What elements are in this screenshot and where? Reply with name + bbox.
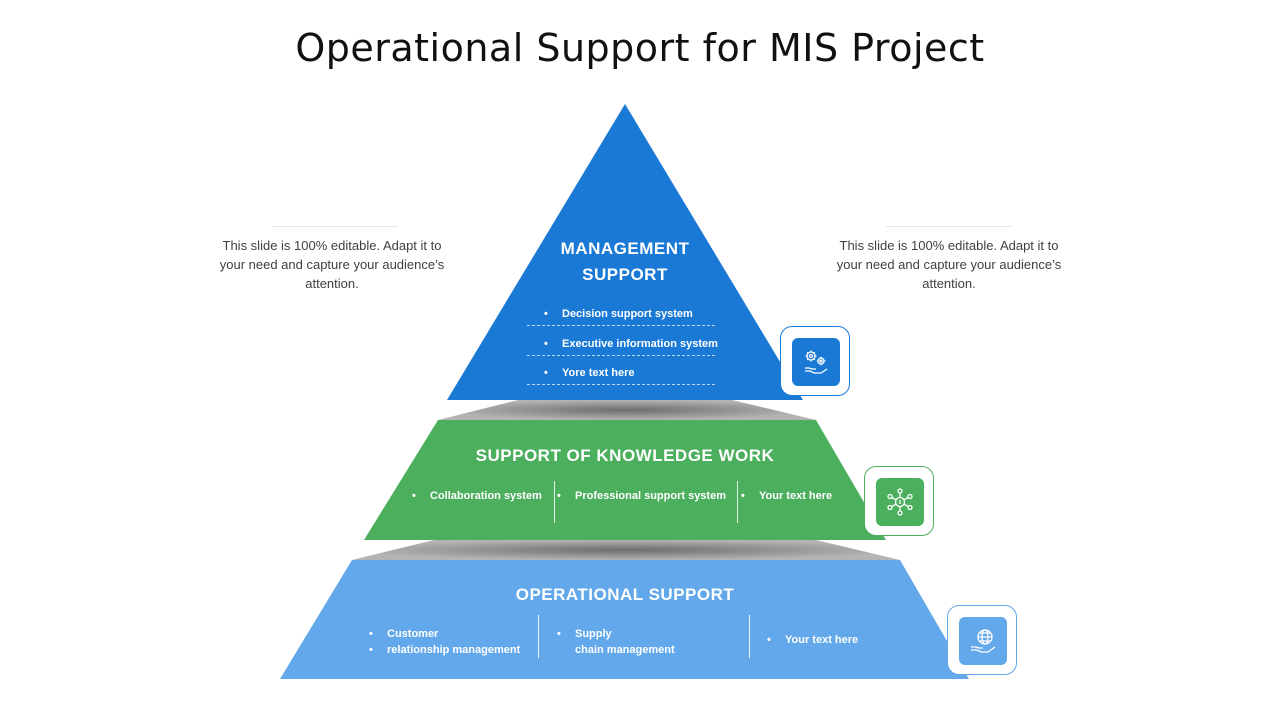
tier-connector-lower — [352, 540, 900, 560]
knowledge-item-1-label: Collaboration system — [430, 490, 542, 502]
tier-management-support — [447, 104, 803, 400]
management-item-3-label: Yore text here — [562, 367, 635, 379]
operational-item-3-label: Your text here — [785, 634, 859, 646]
management-item-1-label: Decision support system — [562, 308, 693, 320]
knowledge-item-3-label: Your text here — [759, 490, 833, 502]
knowledge-item-3: •Your text here — [741, 490, 833, 502]
knowledge-divider-1 — [554, 481, 555, 523]
knowledge-item-2: •Professional support system — [557, 490, 726, 502]
operational-item-1-line1: Customer — [387, 628, 439, 640]
network-hub-icon — [876, 478, 924, 526]
operational-item-2-line2: chain management — [575, 644, 675, 656]
right-note-rule — [886, 226, 1012, 227]
left-note-rule — [272, 226, 398, 227]
operational-item-3: •Your text here — [767, 634, 859, 646]
management-icon-frame — [780, 326, 850, 396]
knowledge-divider-2 — [737, 481, 738, 523]
knowledge-item-1: •Collaboration system — [412, 490, 542, 502]
right-note: This slide is 100% editable. Adapt it to… — [836, 238, 1062, 291]
management-divider-1 — [527, 325, 715, 326]
tier-operational-support — [280, 560, 969, 679]
operational-divider-2 — [749, 615, 750, 658]
slide-title: Operational Support for MIS Project — [295, 26, 985, 70]
knowledge-icon-frame — [864, 466, 934, 536]
tier-knowledge-work — [364, 420, 886, 540]
management-divider-3 — [527, 384, 715, 385]
operational-item-1: •Customer •relationship management — [369, 628, 521, 656]
operational-divider-1 — [538, 615, 539, 658]
knowledge-work-title: SUPPORT OF KNOWLEDGE WORK — [475, 446, 775, 465]
operational-item-1-line2: relationship management — [387, 644, 521, 656]
management-divider-2 — [527, 355, 715, 356]
gears-hand-icon — [792, 338, 840, 386]
operational-support-title: OPERATIONAL SUPPORT — [515, 585, 735, 604]
management-item-1: •Decision support system — [544, 308, 693, 320]
management-item-2-label: Executive information system — [562, 338, 718, 350]
management-support-title-line1: MANAGEMENT — [560, 239, 690, 258]
management-support-title: MANAGEMENT SUPPORT — [525, 236, 725, 288]
knowledge-item-2-label: Professional support system — [575, 490, 726, 502]
operational-item-2-line1: Supply — [575, 628, 612, 640]
tier-connector-upper — [438, 400, 816, 420]
management-item-3: •Yore text here — [544, 367, 635, 379]
operational-item-2: •Supply chain management — [557, 628, 675, 656]
management-support-title-line2: SUPPORT — [582, 265, 668, 284]
left-note: This slide is 100% editable. Adapt it to… — [219, 238, 445, 291]
operational-icon-frame — [947, 605, 1017, 675]
globe-hand-icon — [959, 617, 1007, 665]
management-item-2: •Executive information system — [544, 338, 718, 350]
